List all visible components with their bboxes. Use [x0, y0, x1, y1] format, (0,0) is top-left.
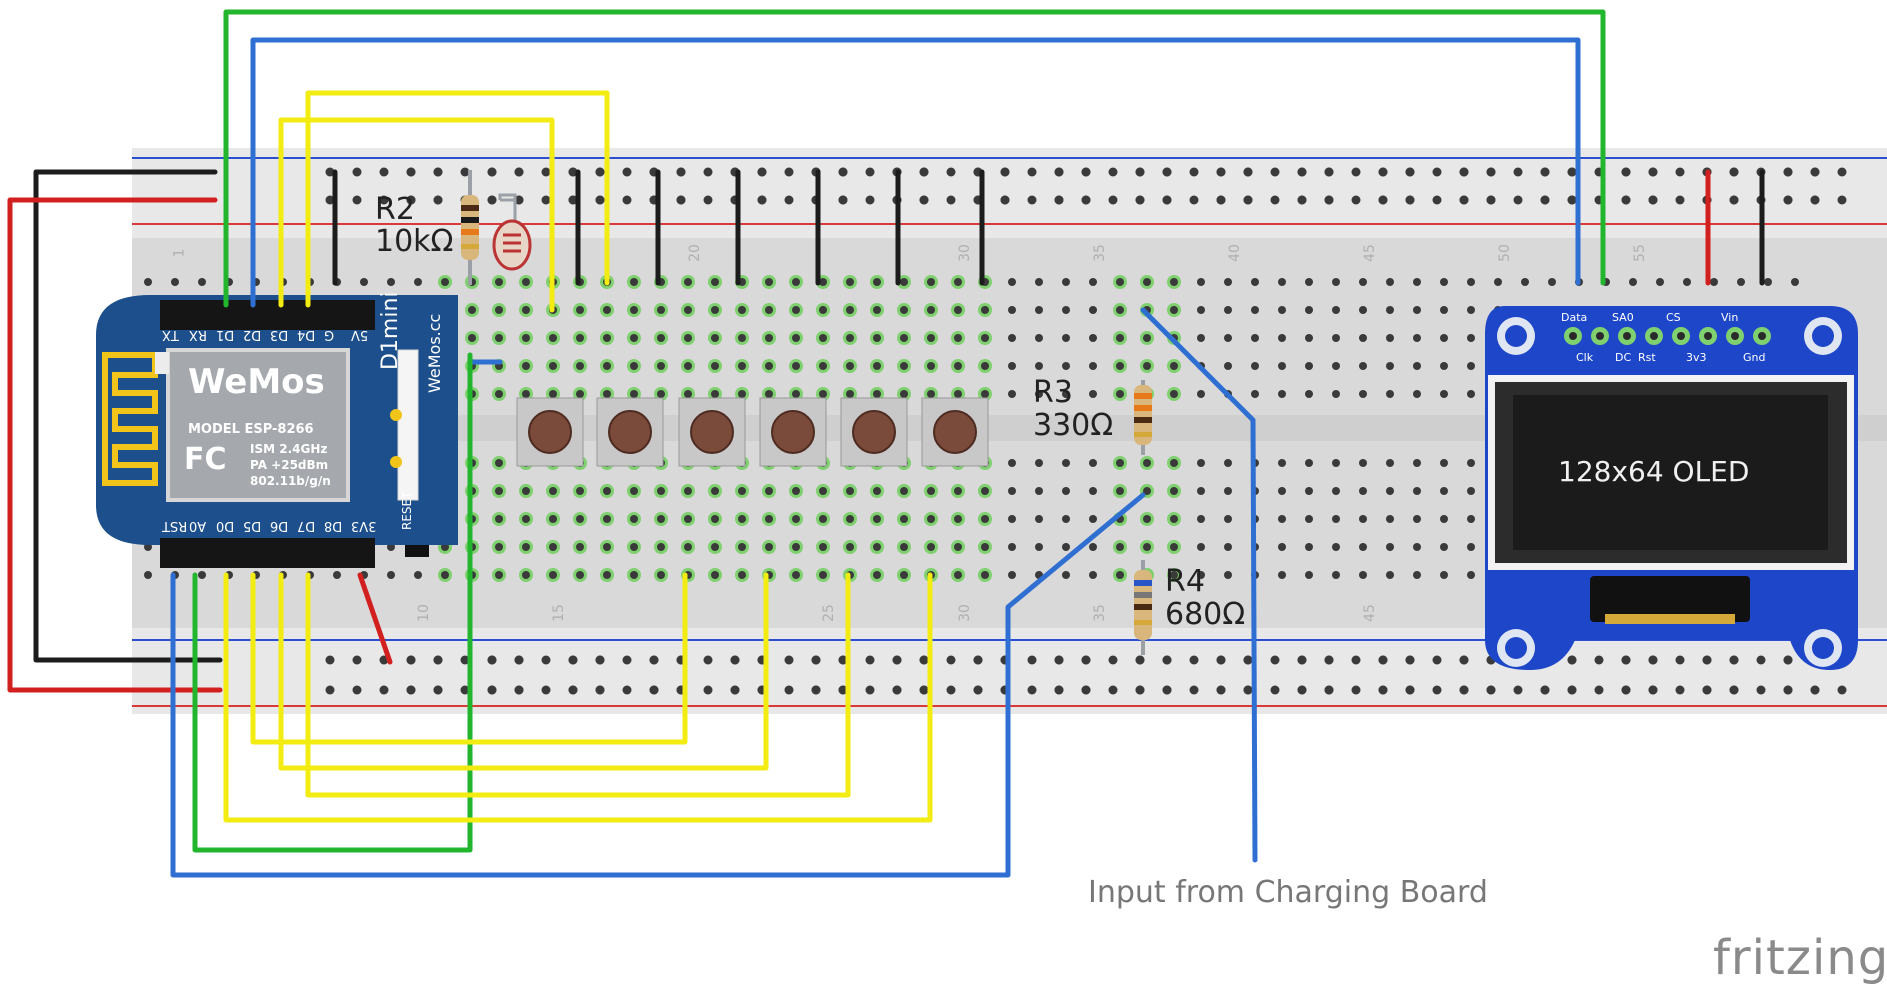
oled-pin-cs: CS: [1666, 311, 1681, 324]
wire-yellow-d0: [223, 572, 933, 823]
wemos-bottom-pin-3v3: 3V3: [351, 518, 377, 533]
r2-name-label: R2: [375, 192, 415, 227]
oled-pin-data: Data: [1561, 311, 1588, 324]
wemos-top-pin-d3: D3: [270, 327, 289, 342]
bb-col-number: 15: [550, 604, 567, 622]
fritzing-logo: fritzing: [1713, 930, 1887, 986]
wemos-board-name: D1mini: [378, 291, 403, 370]
wemos-spec-2: PA +25dBm: [250, 458, 329, 472]
wemos-top-pin-d2: D2: [243, 327, 262, 342]
oled-screen-text: 128x64 OLED: [1558, 455, 1750, 488]
oled-pin-rst: Rst: [1638, 351, 1656, 364]
wire-blue-charging: [1140, 307, 1258, 863]
wire-yellow-1: [278, 117, 555, 313]
bb-col-number: 40: [1226, 244, 1243, 262]
bb-col-number: 10: [415, 604, 432, 622]
charging-board-annotation: Input from Charging Board: [1088, 875, 1488, 910]
fc-mark: FC: [184, 442, 227, 477]
wire-yellow-d5: [250, 572, 688, 745]
r4-name-label: R4: [1165, 564, 1205, 599]
push-button-3: [678, 397, 746, 467]
bb-col-number: 1: [171, 248, 188, 258]
bb-col-number: 45: [1361, 604, 1378, 622]
r2-value-label: 10kΩ: [375, 224, 454, 259]
push-buttons: [516, 397, 989, 467]
bb-col-number: 50: [1496, 244, 1513, 262]
wemos-top-pin-d4: D4: [297, 327, 316, 342]
wire-yellow-d7: [305, 572, 851, 798]
oled-display-module: [1485, 306, 1858, 670]
resistor-r2: [461, 170, 479, 285]
bb-col-number: 35: [1091, 604, 1108, 622]
bb-col-number: 30: [956, 604, 973, 622]
push-button-4: [759, 397, 827, 467]
bb-col-number: 45: [1361, 244, 1378, 262]
resistor-r4: [1134, 560, 1152, 655]
wemos-spec-1: ISM 2.4GHz: [250, 442, 328, 456]
wire-yellow-2: [305, 90, 610, 308]
push-button-6: [921, 397, 989, 467]
wemos-spec-3: 802.11b/g/n: [250, 474, 331, 488]
bb-col-number: 20: [686, 244, 703, 262]
bb-col-number: 30: [956, 244, 973, 262]
wires: [7, 9, 1765, 878]
wemos-bottom-pin-a0: A0: [189, 518, 207, 533]
wire-red-power: [7, 197, 223, 693]
r3-name-label: R3: [1033, 375, 1073, 410]
wire-black-gnd: [33, 169, 223, 663]
wemos-bottom-pin-rst: RST: [162, 518, 188, 533]
bb-col-number: 25: [820, 604, 837, 622]
wire-yellow-d6: [278, 572, 769, 771]
wemos-bottom-pin-d0: D0: [216, 518, 235, 533]
oled-pin-dc: DC: [1615, 351, 1632, 364]
wemos-top-pin-rx: RX: [189, 327, 207, 342]
resistor-r3: [1134, 380, 1152, 455]
wemos-bottom-pin-d6: D6: [270, 518, 289, 533]
r4-value-label: 680Ω: [1165, 597, 1246, 632]
push-button-1: [516, 397, 584, 467]
wemos-module-brand: WeMos: [188, 362, 325, 402]
wemos-site: WeMos.cc: [425, 313, 444, 393]
wemos-bottom-pin-d8: D8: [324, 518, 343, 533]
wemos-bottom-pin-d7: D7: [297, 518, 316, 533]
wemos-top-pin-d1: D1: [216, 327, 235, 342]
wemos-top-pin-5v: 5V: [351, 327, 369, 342]
photoresistor-ldr: [492, 193, 532, 271]
wemos-top-pin-g: G: [324, 327, 335, 342]
wire-green-3v3: [192, 352, 473, 853]
r3-value-label: 330Ω: [1033, 408, 1114, 443]
oled-pin-clk: Clk: [1576, 351, 1594, 364]
wemos-reset-label: RESET: [400, 491, 414, 530]
wire-red-short: [357, 572, 393, 665]
wemos-d1-mini: [96, 295, 458, 568]
push-button-2: [596, 397, 664, 467]
wemos-top-pin-tx: TX: [162, 327, 179, 342]
wire-green-oled-data: [223, 9, 1606, 308]
oled-pin-3v3: 3v3: [1686, 351, 1707, 364]
oled-pin-sa0: SA0: [1612, 311, 1634, 324]
oled-pin-gnd: Gnd: [1743, 351, 1766, 364]
wire-blue-oled-clk: [250, 37, 1581, 308]
wemos-module-model: MODEL ESP-8266: [188, 422, 314, 437]
bb-col-number: 55: [1631, 244, 1648, 262]
wire-blue-a0: [170, 492, 1146, 878]
bb-col-number: 35: [1091, 244, 1108, 262]
oled-pin-vin: Vin: [1721, 311, 1739, 324]
wemos-bottom-pin-d5: D5: [243, 518, 262, 533]
push-button-5: [840, 397, 908, 467]
